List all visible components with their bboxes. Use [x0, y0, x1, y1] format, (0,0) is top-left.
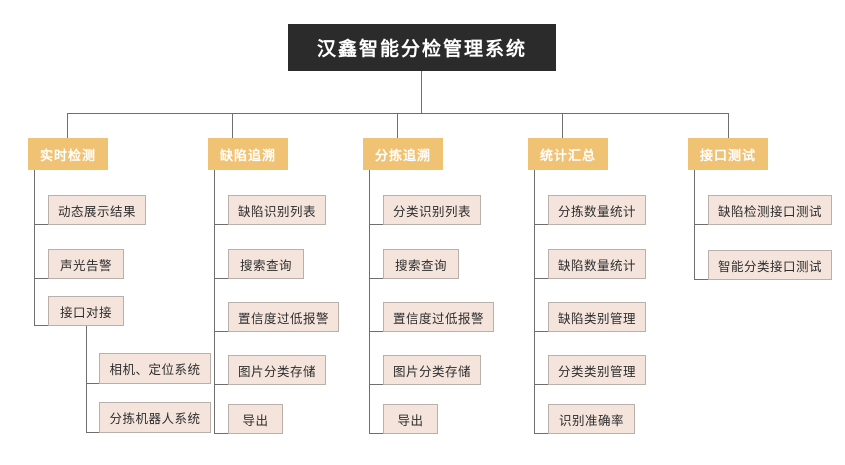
connector-stub-col4-child5 — [534, 433, 549, 434]
leaf-node-label: 分类识别列表 — [392, 204, 471, 219]
leaf-node-缺陷类别管理[interactable]: 缺陷类别管理 — [548, 302, 646, 332]
connector-stub-col5-child1 — [694, 224, 709, 225]
connector-drop-branch-4 — [562, 113, 563, 138]
branch-node-label: 分拣追溯 — [374, 147, 431, 163]
leaf-node-缺陷数量统计[interactable]: 缺陷数量统计 — [548, 249, 646, 279]
connector-spine-col1 — [34, 170, 35, 325]
leaf-node-相机定位系统[interactable]: 相机、定位系统 — [99, 353, 211, 384]
connector-spine-col3 — [369, 170, 370, 433]
branch-node-label: 接口测试 — [699, 147, 756, 163]
leaf-node-label: 缺陷数量统计 — [557, 258, 636, 273]
leaf-node-识别准确率[interactable]: 识别准确率 — [548, 404, 635, 434]
connector-stub-col4-child4 — [534, 384, 549, 385]
branch-node-接口测试[interactable]: 接口测试 — [688, 138, 768, 170]
leaf-node-label: 搜索查询 — [239, 258, 292, 273]
leaf-node-label: 接口对接 — [59, 305, 112, 320]
connector-stub-col1-sub-child1 — [86, 383, 100, 384]
leaf-node-智能分类接口测试[interactable]: 智能分类接口测试 — [708, 250, 832, 280]
connector-stub-col3-child5 — [369, 433, 384, 434]
connector-stub-col3-child3 — [369, 331, 384, 332]
leaf-node-label: 相机、定位系统 — [109, 363, 201, 377]
leaf-node-label: 置信度过低报警 — [392, 311, 484, 326]
leaf-node-label: 智能分类接口测试 — [717, 259, 822, 274]
connector-drop-branch-2 — [232, 113, 233, 138]
connector-stub-col2-child2 — [214, 278, 229, 279]
leaf-node-label: 图片分类存储 — [237, 364, 316, 379]
leaf-node-接口对接[interactable]: 接口对接 — [48, 296, 124, 326]
leaf-node-搜索查询-col2[interactable]: 搜索查询 — [228, 249, 304, 279]
connector-stub-col3-child4 — [369, 384, 384, 385]
leaf-node-分类识别列表[interactable]: 分类识别列表 — [383, 195, 481, 225]
connector-drop-branch-5 — [728, 113, 729, 138]
leaf-node-分拣机器人系统[interactable]: 分拣机器人系统 — [99, 402, 211, 433]
leaf-node-动态展示结果[interactable]: 动态展示结果 — [48, 195, 146, 225]
connector-stub-col2-child4 — [214, 384, 229, 385]
leaf-node-label: 缺陷类别管理 — [557, 311, 636, 326]
leaf-node-label: 导出 — [397, 413, 424, 428]
branch-node-label: 统计汇总 — [539, 147, 596, 163]
branch-node-缺陷追溯[interactable]: 缺陷追溯 — [208, 138, 288, 170]
leaf-node-label: 动态展示结果 — [57, 204, 136, 219]
connector-spine-col2 — [214, 170, 215, 433]
connector-stub-col1-child3 — [34, 325, 49, 326]
leaf-node-label: 缺陷检测接口测试 — [717, 204, 822, 219]
leaf-node-缺陷识别列表[interactable]: 缺陷识别列表 — [228, 195, 326, 225]
connector-stub-col4-child2 — [534, 278, 549, 279]
connector-spine-col5 — [694, 170, 695, 280]
branch-node-label: 缺陷追溯 — [219, 147, 276, 163]
leaf-node-label: 识别准确率 — [558, 413, 624, 428]
branch-node-分拣追溯[interactable]: 分拣追溯 — [363, 138, 443, 170]
connector-stub-col4-child1 — [534, 224, 549, 225]
connector-stub-col5-child2 — [694, 279, 709, 280]
leaf-node-搜索查询-col3[interactable]: 搜索查询 — [383, 249, 459, 279]
connector-drop-branch-1 — [67, 113, 68, 138]
connector-stub-col3-child2 — [369, 278, 384, 279]
leaf-node-label: 声光告警 — [59, 258, 112, 273]
branch-node-统计汇总[interactable]: 统计汇总 — [528, 138, 608, 170]
leaf-node-声光告警[interactable]: 声光告警 — [48, 249, 124, 279]
connector-stub-col1-child2 — [34, 278, 49, 279]
connector-stub-col1-sub-child2 — [86, 432, 100, 433]
leaf-node-缺陷检测接口测试[interactable]: 缺陷检测接口测试 — [708, 195, 832, 225]
leaf-node-label: 缺陷识别列表 — [237, 204, 316, 219]
leaf-node-图片分类存储-col2[interactable]: 图片分类存储 — [228, 355, 326, 385]
leaf-node-label: 分拣机器人系统 — [109, 412, 201, 426]
leaf-node-label: 分类类别管理 — [557, 364, 636, 379]
connector-stub-col2-child1 — [214, 224, 229, 225]
leaf-node-置信度过低报警-col3[interactable]: 置信度过低报警 — [383, 302, 494, 332]
branch-node-label: 实时检测 — [39, 147, 96, 163]
connector-stub-col3-child1 — [369, 224, 384, 225]
connector-spine-col1-sub — [86, 326, 87, 432]
leaf-node-置信度过低报警-col2[interactable]: 置信度过低报警 — [228, 302, 339, 332]
connector-spine-col4 — [534, 170, 535, 433]
connector-stub-col4-child3 — [534, 331, 549, 332]
leaf-node-label: 图片分类存储 — [392, 364, 471, 379]
branch-node-实时检测[interactable]: 实时检测 — [28, 138, 108, 170]
leaf-node-label: 置信度过低报警 — [237, 311, 329, 326]
connector-stub-col2-child3 — [214, 331, 229, 332]
leaf-node-分拣数量统计[interactable]: 分拣数量统计 — [548, 195, 646, 225]
connector-stub-col1-child1 — [34, 224, 49, 225]
leaf-node-label: 导出 — [242, 413, 269, 428]
connector-stub-col2-child5 — [214, 433, 229, 434]
leaf-node-导出-col2[interactable]: 导出 — [228, 404, 283, 434]
leaf-node-图片分类存储-col3[interactable]: 图片分类存储 — [383, 355, 481, 385]
leaf-node-label: 分拣数量统计 — [557, 204, 636, 219]
root-node-label: 汉鑫智能分检管理系统 — [316, 39, 527, 60]
leaf-node-分类类别管理[interactable]: 分类类别管理 — [548, 355, 646, 385]
leaf-node-导出-col3[interactable]: 导出 — [383, 404, 438, 434]
connector-drop-branch-3 — [397, 113, 398, 138]
leaf-node-label: 搜索查询 — [394, 258, 447, 273]
root-node[interactable]: 汉鑫智能分检管理系统 — [288, 24, 556, 71]
connector-root-stem — [421, 71, 422, 113]
